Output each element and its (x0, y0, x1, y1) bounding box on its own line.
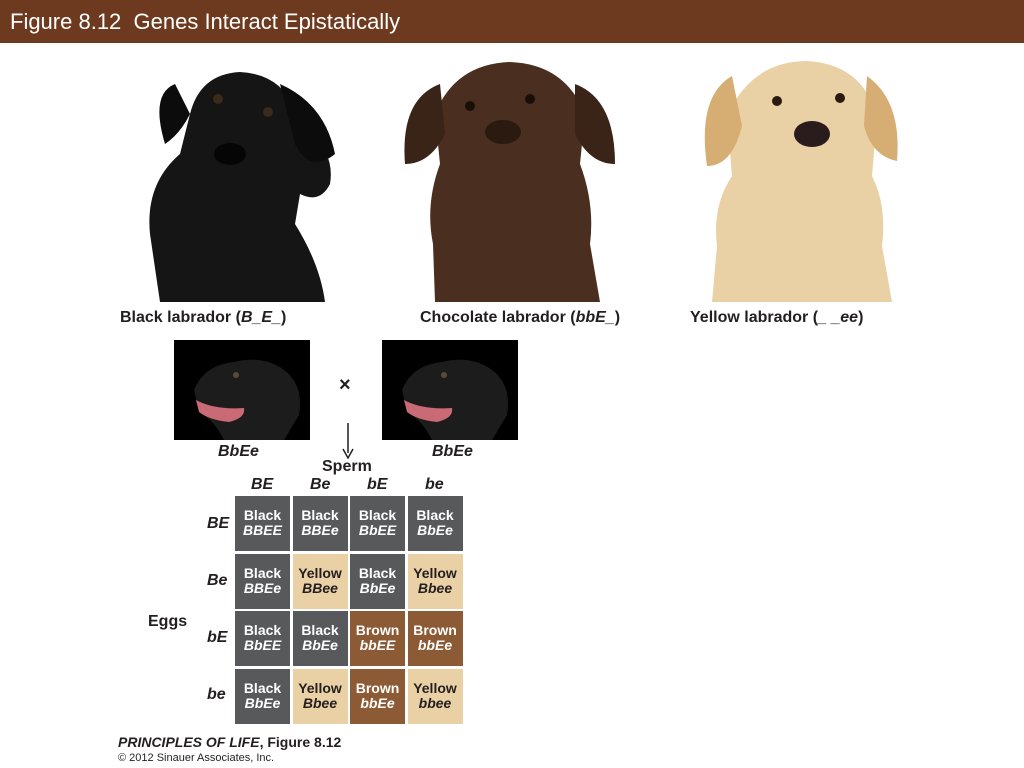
cell-phenotype: Yellow (413, 679, 457, 696)
cell-phenotype: Yellow (298, 679, 342, 696)
chocolate-labrador-label: Chocolate labrador (bbE_) (420, 309, 621, 326)
cell-genotype: bbEe (417, 637, 453, 653)
cell-phenotype: Brown (355, 622, 400, 638)
cell-phenotype: Black (243, 679, 282, 696)
row-head-Be: Be (207, 572, 228, 589)
book-credit: PRINCIPLES OF LIFE, Figure 8.12 (118, 734, 342, 750)
cell-genotype: bbEe (360, 694, 395, 711)
cell-phenotype: Black (358, 507, 397, 523)
cell-genotype: BbEE (358, 522, 397, 538)
parent-left-photo (174, 340, 310, 440)
cell-genotype: BBEe (243, 579, 282, 596)
col-head-be: be (425, 476, 444, 493)
cell-genotype: Bbee (417, 579, 453, 596)
cell-genotype: BbEe (359, 579, 396, 596)
figure-title: Figure 8.12 Genes Interact Epistatically (10, 9, 401, 34)
parent-right-genotype: BbEe (432, 443, 473, 460)
cell-phenotype: Yellow (413, 564, 457, 581)
chocolate-labrador-photo (395, 54, 625, 302)
parent-right-photo (382, 340, 518, 440)
black-labrador-label: Black labrador (B_E_) (120, 309, 287, 326)
cell-genotype: BBee (302, 579, 338, 596)
row-head-BE: BE (207, 515, 230, 532)
cell-genotype: Bbee (302, 694, 338, 711)
cross-symbol: × (339, 374, 351, 396)
copyright-notice: © 2012 Sinauer Associates, Inc. (118, 752, 275, 764)
black-labrador-photo (120, 54, 345, 302)
cell-genotype: BBEE (243, 522, 282, 538)
col-head-Be: Be (310, 476, 331, 493)
cell-genotype: bbee (418, 694, 452, 711)
cell-phenotype: Black (243, 564, 282, 581)
col-head-BE: BE (251, 476, 274, 493)
row-head-be: be (207, 686, 226, 703)
cell-phenotype: Black (301, 507, 339, 523)
eggs-label: Eggs (148, 613, 188, 630)
cell-phenotype: Black (243, 507, 282, 523)
cell-genotype: BbEe (417, 522, 453, 538)
cell-phenotype: Black (243, 622, 282, 638)
col-head-bE: bE (367, 476, 388, 493)
cell-genotype: bbEE (359, 637, 396, 653)
down-arrow-icon (342, 423, 354, 459)
yellow-labrador-photo (692, 56, 902, 302)
parent-left-genotype: BbEe (218, 443, 259, 460)
yellow-labrador-label: Yellow labrador (_ _ee) (690, 309, 864, 326)
cell-phenotype: Black (358, 564, 397, 581)
cell-genotype: BbEE (243, 637, 282, 653)
title-bar: Figure 8.12 Genes Interact Epistatically (0, 0, 1024, 43)
row-head-bE: bE (207, 629, 228, 646)
sperm-label: Sperm (322, 458, 372, 475)
cell-phenotype: Brown (355, 679, 400, 696)
cell-genotype: BbEe (244, 694, 281, 711)
cell-phenotype: Yellow (298, 564, 342, 581)
cell-phenotype: Black (301, 622, 339, 638)
cell-genotype: BBEe (301, 522, 339, 538)
cell-phenotype: Black (416, 507, 454, 523)
cell-phenotype: Brown (413, 622, 457, 638)
cell-genotype: BbEe (302, 637, 338, 653)
